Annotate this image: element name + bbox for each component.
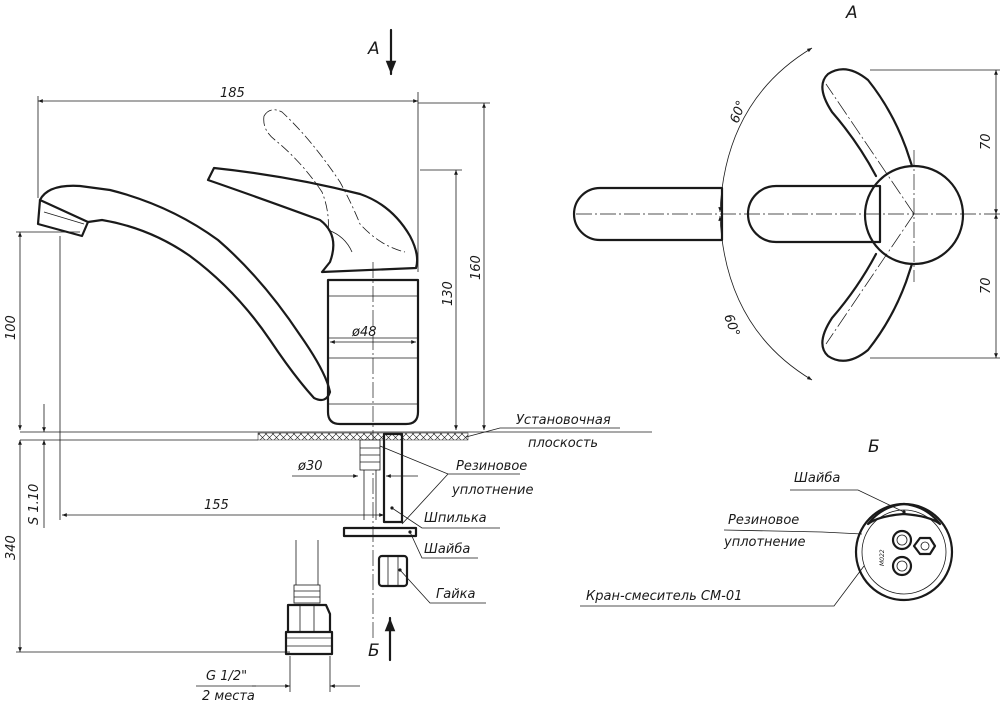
mounting-surface-label-2: плоскость — [528, 436, 598, 451]
stud — [382, 432, 404, 524]
axis-right-60 — [825, 213, 915, 345]
view-b-title: Б — [868, 437, 880, 457]
hose-port-1 — [891, 529, 913, 551]
lever-detail — [327, 229, 353, 253]
leader-washer — [790, 489, 905, 513]
lever-raised-phantom — [263, 115, 329, 233]
dim-dia48-label: ø48 — [351, 325, 377, 340]
rubber-seal-label-2: уплотнение — [451, 483, 533, 498]
nut-label: Гайка — [436, 587, 476, 602]
detail-seal-label-2: уплотнение — [723, 535, 805, 550]
dim-185-label: 185 — [220, 86, 245, 101]
spout — [38, 184, 332, 402]
dim-dia30-label: ø30 — [297, 459, 323, 474]
washer-top-view — [866, 502, 942, 526]
view-b-label: Б — [368, 641, 380, 661]
dim-130-label: 130 — [441, 281, 456, 306]
mixer-base-circle — [854, 502, 954, 602]
stud-label: Шпилька — [424, 511, 487, 526]
front-view: А Б 185 160 130 100 S 1.10 340 155 — [4, 28, 652, 704]
flexible-hose — [284, 540, 334, 656]
dim-70-top-label: 70 — [979, 133, 994, 150]
dim-70-bottom-label: 70 — [979, 277, 994, 294]
aerator — [36, 198, 90, 238]
angle-arc-bottom — [718, 215, 813, 381]
nut — [377, 554, 409, 588]
aerator-line — [43, 211, 85, 225]
lever-raised-phantom — [263, 109, 406, 253]
dim-s110-label: S 1.10 — [27, 484, 42, 525]
rubber-seal-label-1: Резиновое — [456, 459, 527, 474]
detail-seal-label-1: Резиновое — [728, 513, 799, 528]
lever-handle — [206, 166, 419, 274]
stud-nut-top — [912, 536, 937, 556]
axis-left-60 — [825, 83, 915, 215]
washer-label: Шайба — [424, 542, 470, 557]
dim-155-label: 155 — [204, 498, 229, 513]
view-a-label: А — [367, 39, 380, 59]
mixer-mark: М022 — [879, 549, 886, 566]
leader-seal — [723, 529, 863, 535]
view-a: А 60° 60° 70 70 — [572, 3, 1000, 381]
view-b: Б М022 Шайба Резиновое уплотнение Кран-с… — [580, 437, 954, 607]
dim-160-label: 160 — [469, 255, 484, 280]
angle-bottom-label: 60° — [720, 312, 742, 339]
mounting-surface-label-1: Установочная — [516, 413, 611, 428]
spout-top — [572, 186, 724, 242]
hose-port-2 — [891, 555, 913, 577]
washer — [342, 526, 418, 538]
thread-qty-label: 2 места — [202, 689, 255, 704]
countertop-hatch — [257, 432, 469, 441]
dim-100-label: 100 — [4, 315, 19, 340]
thread-label: G 1/2" — [206, 669, 247, 684]
angle-arc-top — [718, 47, 813, 213]
detail-mixer-label: Кран-смеситель СМ-01 — [586, 589, 742, 604]
lever-right-position — [821, 252, 914, 362]
dim-340-label: 340 — [4, 535, 19, 560]
seal-ring — [861, 509, 947, 595]
detail-washer-label: Шайба — [794, 471, 840, 486]
lever-left-position — [821, 68, 914, 178]
leader-mixer — [580, 565, 865, 607]
view-a-title: А — [845, 3, 858, 23]
callout-leaders: Установочная плоскость Резиновое уплотне… — [379, 413, 620, 604]
angle-top-label: 60° — [728, 99, 750, 126]
mixer-body — [326, 278, 420, 426]
